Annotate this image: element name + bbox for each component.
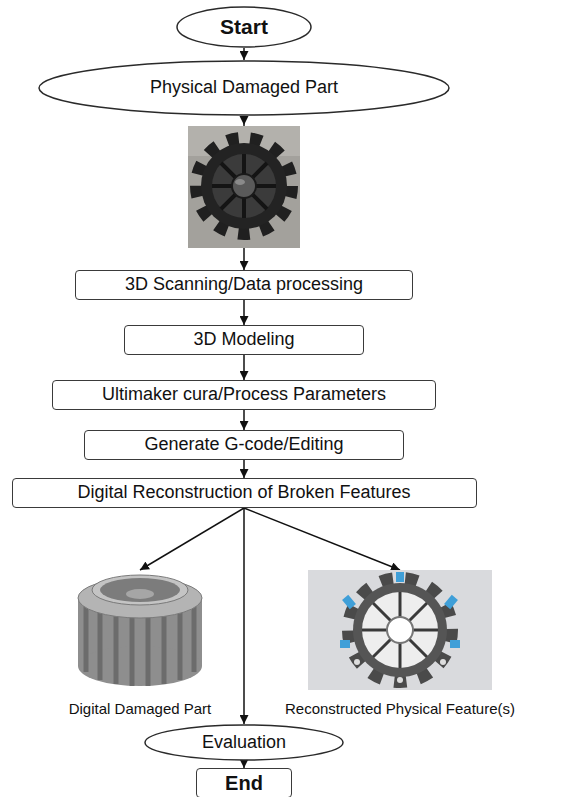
flow-arrow xyxy=(243,300,245,325)
figure-output: Digital Damaged Part xyxy=(40,570,240,718)
evaluation-ellipse: Evaluation xyxy=(144,724,344,761)
node-label: Ultimaker cura/Process Parameters xyxy=(102,384,386,406)
flow-arrow xyxy=(243,761,245,768)
node-label: Evaluation xyxy=(202,732,286,754)
process-box: 3D Modeling xyxy=(124,325,364,355)
node-label: Digital Reconstruction of Broken Feature… xyxy=(77,482,410,504)
node-label: 3D Modeling xyxy=(193,329,294,351)
figure-caption: Digital Damaged Part xyxy=(69,700,212,718)
ellipse-shape xyxy=(39,61,449,115)
ellipse-shape xyxy=(177,7,311,47)
flow-arrow xyxy=(243,410,245,430)
node-label: Generate G-code/Editing xyxy=(144,434,343,456)
figure-caption: Reconstructed Physical Feature(s) xyxy=(285,700,515,718)
figure-output: Reconstructed Physical Feature(s) xyxy=(255,570,545,718)
flow-arrow xyxy=(243,508,245,724)
flow-arrow xyxy=(243,460,245,478)
node-label: End xyxy=(225,771,263,795)
gear-render xyxy=(78,575,202,686)
arrow-head xyxy=(240,116,249,125)
process-box: Digital Reconstruction of Broken Feature… xyxy=(12,478,477,508)
node-label: 3D Scanning/Data processing xyxy=(125,274,363,296)
flow-arrow xyxy=(140,508,244,570)
end-terminal: End xyxy=(196,768,292,797)
damaged-part-photo xyxy=(188,126,300,248)
flow-arrow xyxy=(244,508,400,570)
process-box: Generate G-code/Editing xyxy=(84,430,404,460)
input-ellipse: Physical Damaged Part xyxy=(38,60,450,116)
process-box: Ultimaker cura/Process Parameters xyxy=(52,380,436,410)
reconstructed-part-photo xyxy=(308,570,492,690)
node-label: Physical Damaged Part xyxy=(150,77,338,99)
process-box: 3D Scanning/Data processing xyxy=(75,270,413,300)
flow-arrow xyxy=(243,48,245,60)
ellipse-shape xyxy=(145,725,343,760)
flow-arrow xyxy=(243,355,245,380)
start-terminal: Start xyxy=(176,6,312,48)
node-label: Start xyxy=(220,14,268,39)
